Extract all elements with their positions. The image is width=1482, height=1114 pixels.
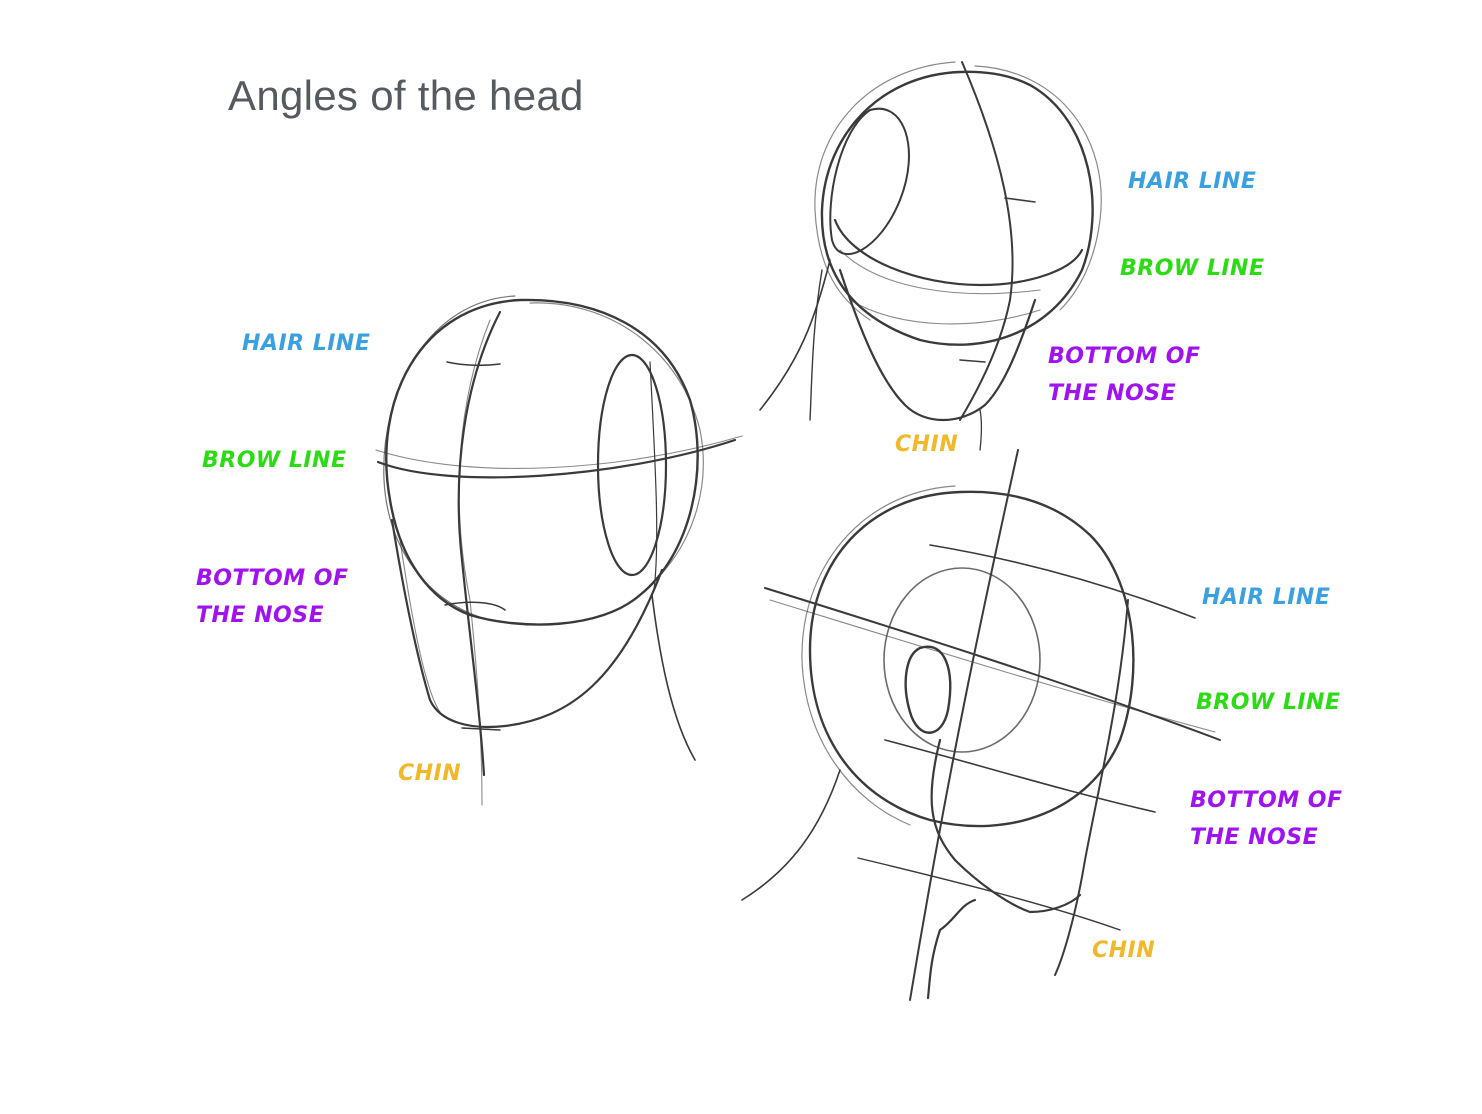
hairline-label: HAIR LINE: [1202, 579, 1330, 616]
hairline-label-text: HAIR LINE: [1128, 163, 1256, 200]
browline-label: BROW LINE: [1196, 684, 1340, 721]
chin-label-text: CHIN: [895, 426, 958, 463]
chin-label-text: CHIN: [1092, 932, 1155, 969]
hairline-label: HAIR LINE: [242, 325, 370, 362]
nose-label-line-1: BOTTOM OF: [1048, 338, 1200, 375]
browline-label: BROW LINE: [202, 442, 346, 479]
nose-label-line-2: THE NOSE: [1190, 819, 1342, 856]
nose-label: BOTTOM OF THE NOSE: [196, 560, 348, 634]
chin-label: CHIN: [1092, 932, 1155, 969]
hairline-label-text: HAIR LINE: [242, 325, 370, 362]
browline-label-text: BROW LINE: [1196, 684, 1340, 721]
nose-label: BOTTOM OF THE NOSE: [1048, 338, 1200, 412]
hairline-label-text: HAIR LINE: [1202, 579, 1330, 616]
nose-label-line-1: BOTTOM OF: [1190, 782, 1342, 819]
chin-label-text: CHIN: [398, 755, 461, 792]
head-low-angle-sketch: [742, 450, 1220, 1000]
nose-label-line-1: BOTTOM OF: [196, 560, 348, 597]
nose-label: BOTTOM OF THE NOSE: [1190, 782, 1342, 856]
chin-label: CHIN: [895, 426, 958, 463]
browline-label: BROW LINE: [1120, 250, 1264, 287]
nose-label-line-2: THE NOSE: [1048, 375, 1200, 412]
browline-label-text: BROW LINE: [202, 442, 346, 479]
browline-label-text: BROW LINE: [1120, 250, 1264, 287]
hairline-label: HAIR LINE: [1128, 163, 1256, 200]
nose-label-line-2: THE NOSE: [196, 597, 348, 634]
head-three-quarter-sketch: [376, 296, 742, 805]
chin-label: CHIN: [398, 755, 461, 792]
page-title: Angles of the head: [228, 72, 584, 120]
